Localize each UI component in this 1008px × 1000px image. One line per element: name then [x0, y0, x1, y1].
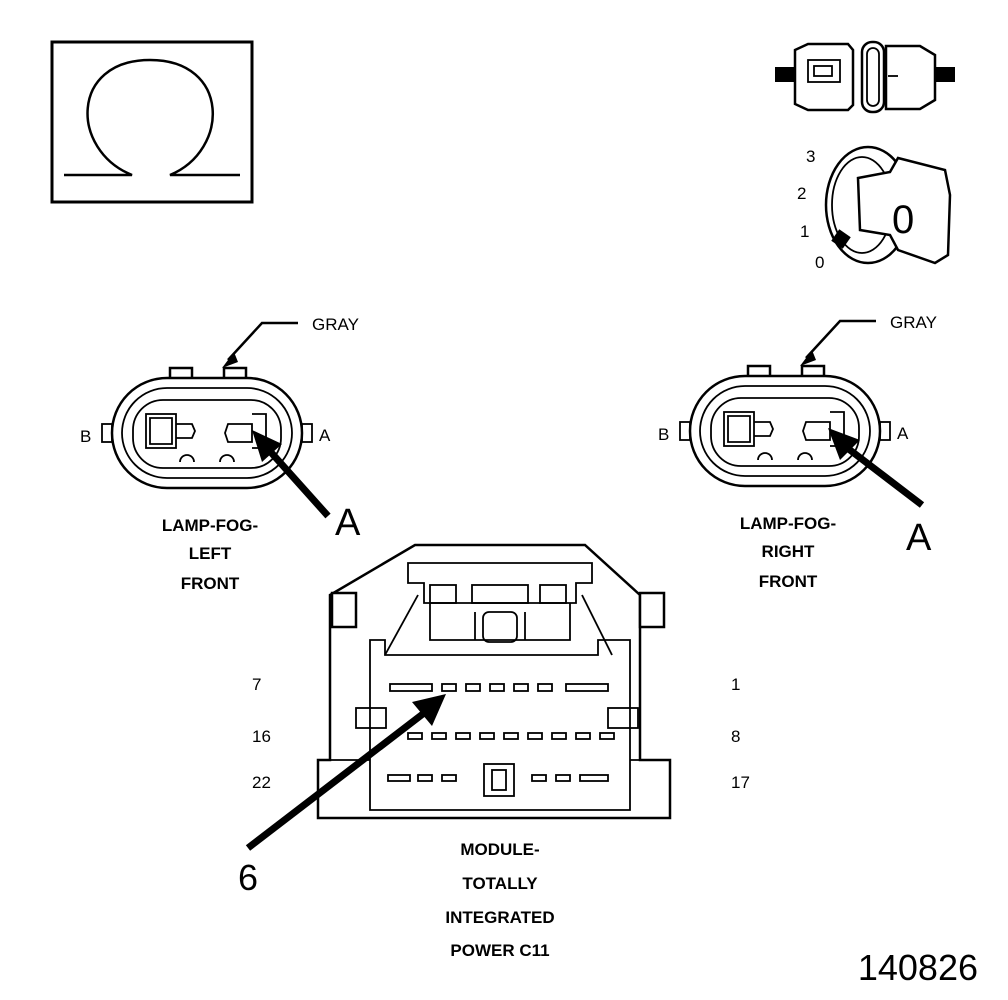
module-title-line-1: MODULE-: [460, 840, 539, 859]
module-row-label-16: 16: [252, 727, 271, 746]
left-title-line-2: LEFT: [189, 544, 232, 563]
tipm-c11-connector: 7 16 22 1 8 17 6 MODULE- TOTALLY INTEGRA…: [238, 543, 750, 960]
left-pin-b-label: B: [80, 427, 91, 446]
right-callout-a: A: [906, 517, 932, 559]
left-callout-a: A: [335, 502, 361, 544]
module-title-line-2: TOTALLY: [462, 874, 538, 893]
right-title-line-2: RIGHT: [762, 542, 816, 561]
right-wire-color-label: GRAY: [890, 313, 937, 332]
right-title-line-3: FRONT: [759, 572, 818, 591]
ignition-switch-icon: 3 2 1 0 0: [797, 145, 952, 272]
module-row-label-22: 22: [252, 773, 271, 792]
left-wire-color-label: GRAY: [312, 315, 359, 334]
module-row-label-7: 7: [252, 675, 261, 694]
ignition-position-3: 3: [806, 147, 815, 166]
ohm-meter-icon: [50, 40, 254, 204]
module-callout-6: 6: [238, 857, 258, 898]
module-title-line-3: INTEGRATED: [445, 908, 554, 927]
module-row-label-17: 17: [731, 773, 750, 792]
left-title-line-3: FRONT: [181, 574, 240, 593]
left-pin-a-label: A: [319, 426, 331, 445]
connector-disconnect-icon: [775, 40, 955, 114]
ignition-position-2: 2: [797, 184, 806, 203]
right-title-line-1: LAMP-FOG-: [740, 514, 836, 533]
ignition-key-label: 0: [892, 198, 914, 242]
module-row-label-8: 8: [731, 727, 740, 746]
right-pin-b-label: B: [658, 425, 669, 444]
right-pin-a-label: A: [897, 424, 909, 443]
left-title-line-1: LAMP-FOG-: [162, 516, 258, 535]
module-title-line-4: POWER C11: [450, 941, 549, 960]
module-row-label-1: 1: [731, 675, 740, 694]
right-fog-lamp-connector: GRAY B A A LAMP-FOG- RIGHT FRONT: [658, 313, 937, 591]
figure-number: 140826: [858, 947, 978, 988]
ignition-position-0: 0: [815, 253, 824, 272]
ignition-position-1: 1: [800, 222, 809, 241]
left-fog-lamp-connector: GRAY B A A LAMP-FOG- LEFT FRONT: [80, 315, 361, 593]
